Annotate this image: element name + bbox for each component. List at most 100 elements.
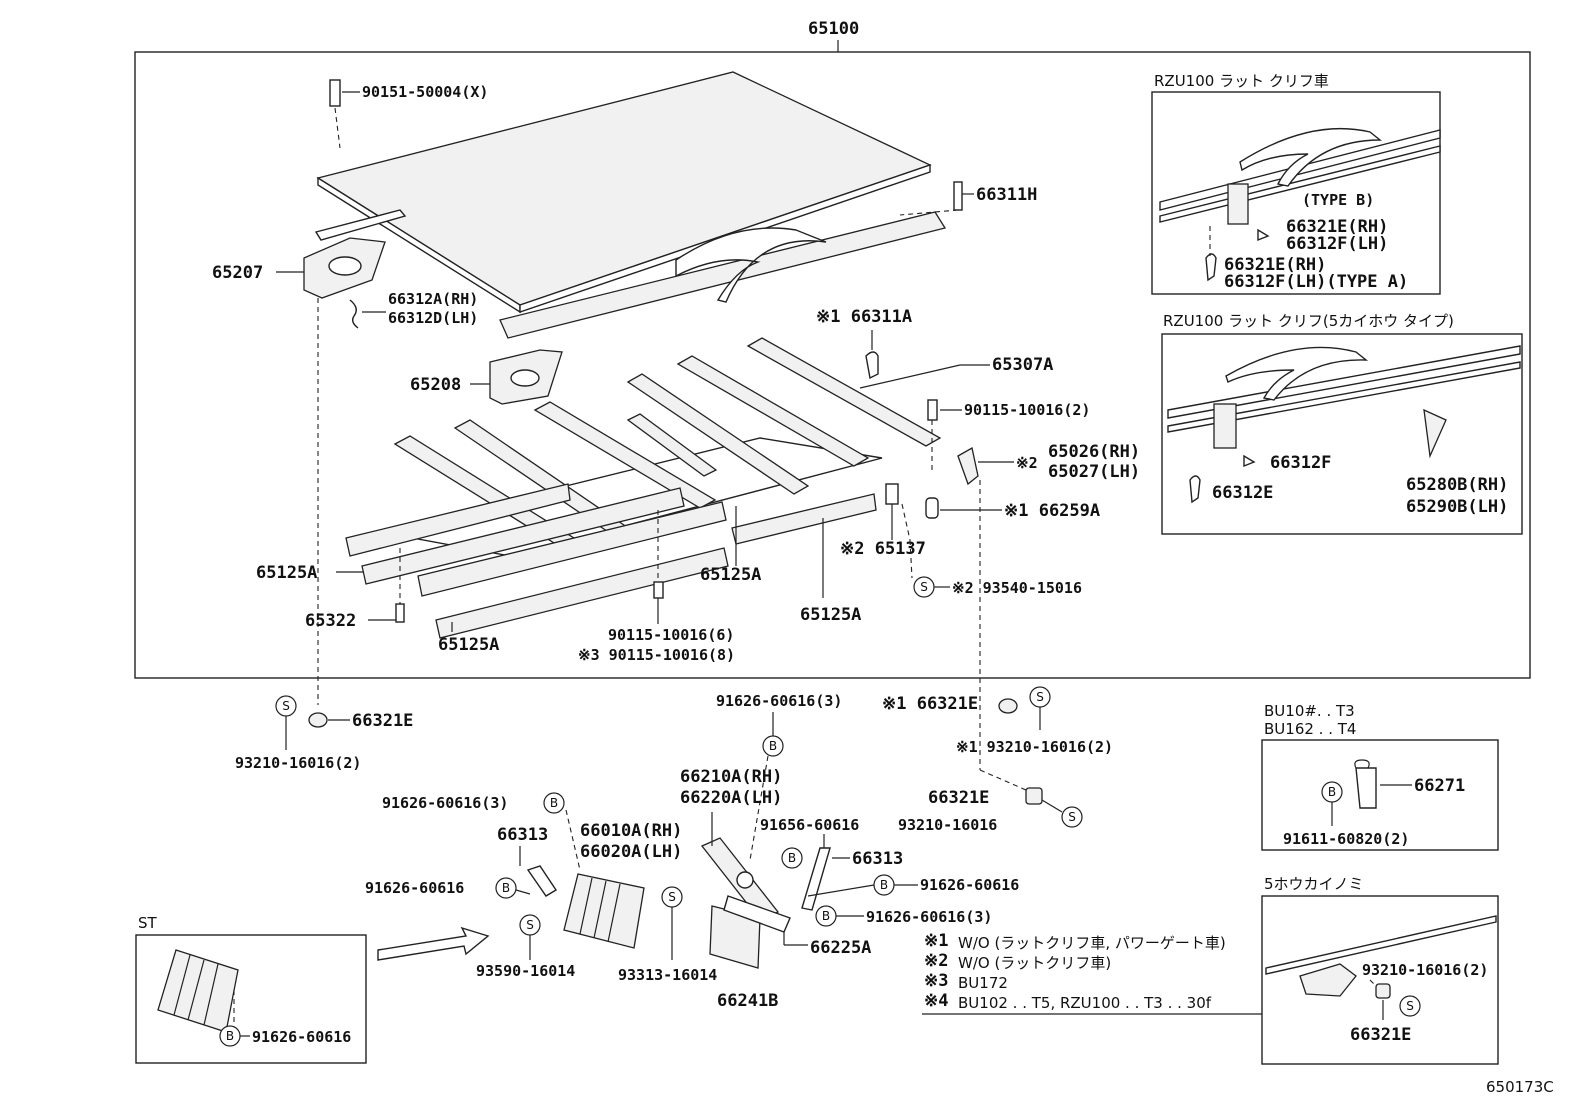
svg-text:66241B: 66241B <box>717 991 778 1011</box>
svg-text:RZU100 ラット クリフ車: RZU100 ラット クリフ車 <box>1154 72 1329 90</box>
svg-text:W/O (ラットクリフ車, パワーゲート車): W/O (ラットクリフ車, パワーゲート車) <box>958 934 1226 952</box>
svg-text:93210-16016(2): 93210-16016(2) <box>1362 961 1488 979</box>
svg-text:※1 66311A: ※1 66311A <box>816 307 912 327</box>
front-rail <box>499 211 947 339</box>
svg-text:65027(LH): 65027(LH) <box>1048 462 1140 482</box>
svg-text:BU162 . . T4: BU162 . . T4 <box>1264 720 1356 738</box>
svg-text:65125A: 65125A <box>800 605 861 625</box>
svg-text:66321E: 66321E <box>352 711 413 731</box>
svg-text:66321E: 66321E <box>1350 1025 1411 1045</box>
svg-text:65125A: 65125A <box>700 565 761 585</box>
svg-text:RZU100 ラット クリフ(5カイホウ タイプ): RZU100 ラット クリフ(5カイホウ タイプ) <box>1163 312 1454 330</box>
svg-text:※2: ※2 <box>924 951 948 971</box>
svg-text:BU10#. . T3: BU10#. . T3 <box>1264 702 1355 720</box>
svg-text:S: S <box>526 918 534 932</box>
svg-text:93210-16016: 93210-16016 <box>898 816 997 834</box>
svg-text:66313: 66313 <box>497 825 548 845</box>
svg-text:(TYPE B): (TYPE B) <box>1302 191 1374 209</box>
svg-text:65207: 65207 <box>212 263 263 283</box>
svg-text:S: S <box>1068 810 1076 824</box>
svg-text:B: B <box>1328 785 1336 799</box>
svg-text:91611-60820(2): 91611-60820(2) <box>1283 830 1409 848</box>
inset-rzu100-5kaihou-drawing <box>1167 345 1521 504</box>
main-assembly-frame <box>134 51 1531 679</box>
svg-text:BU172: BU172 <box>958 974 1008 992</box>
svg-text:91626-60616: 91626-60616 <box>365 879 464 897</box>
svg-text:91626-60616(3): 91626-60616(3) <box>866 908 992 926</box>
inset-5hou-drawing <box>1265 915 1497 997</box>
svg-text:※2 65137: ※2 65137 <box>840 539 926 559</box>
svg-text:91626-60616(3): 91626-60616(3) <box>382 794 508 812</box>
svg-text:66312D(LH): 66312D(LH) <box>388 309 478 327</box>
inset-rzu100-ratcliff-drawing <box>1159 127 1441 282</box>
svg-text:66312F: 66312F <box>1270 453 1331 473</box>
svg-text:91656-60616: 91656-60616 <box>760 816 859 834</box>
inset-st-drawing <box>157 949 239 1033</box>
svg-text:65125A: 65125A <box>438 635 499 655</box>
svg-text:65208: 65208 <box>410 375 461 395</box>
svg-text:S: S <box>1036 690 1044 704</box>
svg-text:65026(RH): 65026(RH) <box>1048 442 1140 462</box>
svg-text:S: S <box>920 580 928 594</box>
svg-text:66010A(RH): 66010A(RH) <box>580 821 682 841</box>
svg-text:BU102 . . T5, RZU100 . . T3 .: BU102 . . T5, RZU100 . . T3 . . 30f <box>958 994 1212 1012</box>
svg-text:65280B(RH): 65280B(RH) <box>1406 475 1508 495</box>
svg-text:65322: 65322 <box>305 611 356 631</box>
svg-text:91626-60616(3): 91626-60616(3) <box>716 692 842 710</box>
svg-text:66312A(RH): 66312A(RH) <box>388 290 478 308</box>
svg-text:※3 90115-10016(8): ※3 90115-10016(8) <box>578 646 735 664</box>
svg-text:93590-16014: 93590-16014 <box>476 962 575 980</box>
svg-text:91626-60616: 91626-60616 <box>252 1028 351 1046</box>
svg-text:91626-60616: 91626-60616 <box>920 876 1019 894</box>
svg-text:90115-10016(2): 90115-10016(2) <box>964 401 1090 419</box>
inset-rzu100-5kaihou <box>1161 333 1523 535</box>
bolt-90151-icon <box>329 79 341 107</box>
svg-text:※1 66259A: ※1 66259A <box>1004 501 1100 521</box>
svg-text:90115-10016(6): 90115-10016(6) <box>608 626 734 644</box>
svg-text:66321E(RH): 66321E(RH) <box>1286 217 1388 237</box>
svg-text:※2 93540-15016: ※2 93540-15016 <box>952 579 1082 597</box>
top-part-number: 65100 <box>808 19 859 39</box>
svg-text:66313: 66313 <box>852 849 903 869</box>
svg-text:B: B <box>502 881 510 895</box>
svg-text:66312E: 66312E <box>1212 483 1273 503</box>
svg-text:65125A: 65125A <box>256 563 317 583</box>
svg-text:66020A(LH): 66020A(LH) <box>580 842 682 862</box>
inset-bu10 <box>1261 739 1499 851</box>
svg-text:66225A: 66225A <box>810 938 871 958</box>
svg-text:66210A(RH): 66210A(RH) <box>680 767 782 787</box>
svg-text:S: S <box>1406 999 1414 1013</box>
svg-text:B: B <box>550 796 558 810</box>
svg-text:B: B <box>788 851 796 865</box>
svg-text:※1 66321E: ※1 66321E <box>882 694 978 714</box>
u-bolt-66271 <box>1355 767 1377 809</box>
inset-rzu100-ratcliff <box>1151 91 1441 295</box>
svg-text:S: S <box>282 699 290 713</box>
svg-text:※4: ※4 <box>924 991 948 1011</box>
svg-text:65307A: 65307A <box>992 355 1053 375</box>
svg-text:B: B <box>880 878 888 892</box>
notes-block: ※1 W/O (ラットクリフ車, パワーゲート車) ※2 W/O (ラットクリフ… <box>922 931 1262 1015</box>
svg-text:B: B <box>226 1029 234 1043</box>
svg-text:※2: ※2 <box>1016 454 1038 472</box>
svg-text:93210-16016(2): 93210-16016(2) <box>235 754 361 772</box>
svg-text:5ホウカイノミ: 5ホウカイノミ <box>1264 875 1364 893</box>
svg-text:※3: ※3 <box>924 971 948 991</box>
mud-flap-assembly <box>563 873 645 949</box>
svg-text:66220A(LH): 66220A(LH) <box>680 788 782 808</box>
svg-text:S: S <box>668 890 676 904</box>
svg-text:W/O (ラットクリフ車): W/O (ラットクリフ車) <box>958 954 1111 972</box>
svg-text:66271: 66271 <box>1414 776 1465 796</box>
svg-text:B: B <box>822 909 830 923</box>
st-arrow <box>377 926 490 961</box>
lift-mechanism <box>700 837 791 969</box>
svg-text:90151-50004(X): 90151-50004(X) <box>362 83 488 101</box>
longitudinal-members <box>345 483 877 639</box>
svg-text:65290B(LH): 65290B(LH) <box>1406 497 1508 517</box>
svg-text:66312F(LH): 66312F(LH) <box>1286 234 1388 254</box>
svg-text:ST: ST <box>138 914 158 932</box>
handle <box>675 227 827 303</box>
svg-text:※1 93210-16016(2): ※1 93210-16016(2) <box>956 738 1113 756</box>
svg-text:66312F(LH)(TYPE A): 66312F(LH)(TYPE A) <box>1224 272 1408 292</box>
